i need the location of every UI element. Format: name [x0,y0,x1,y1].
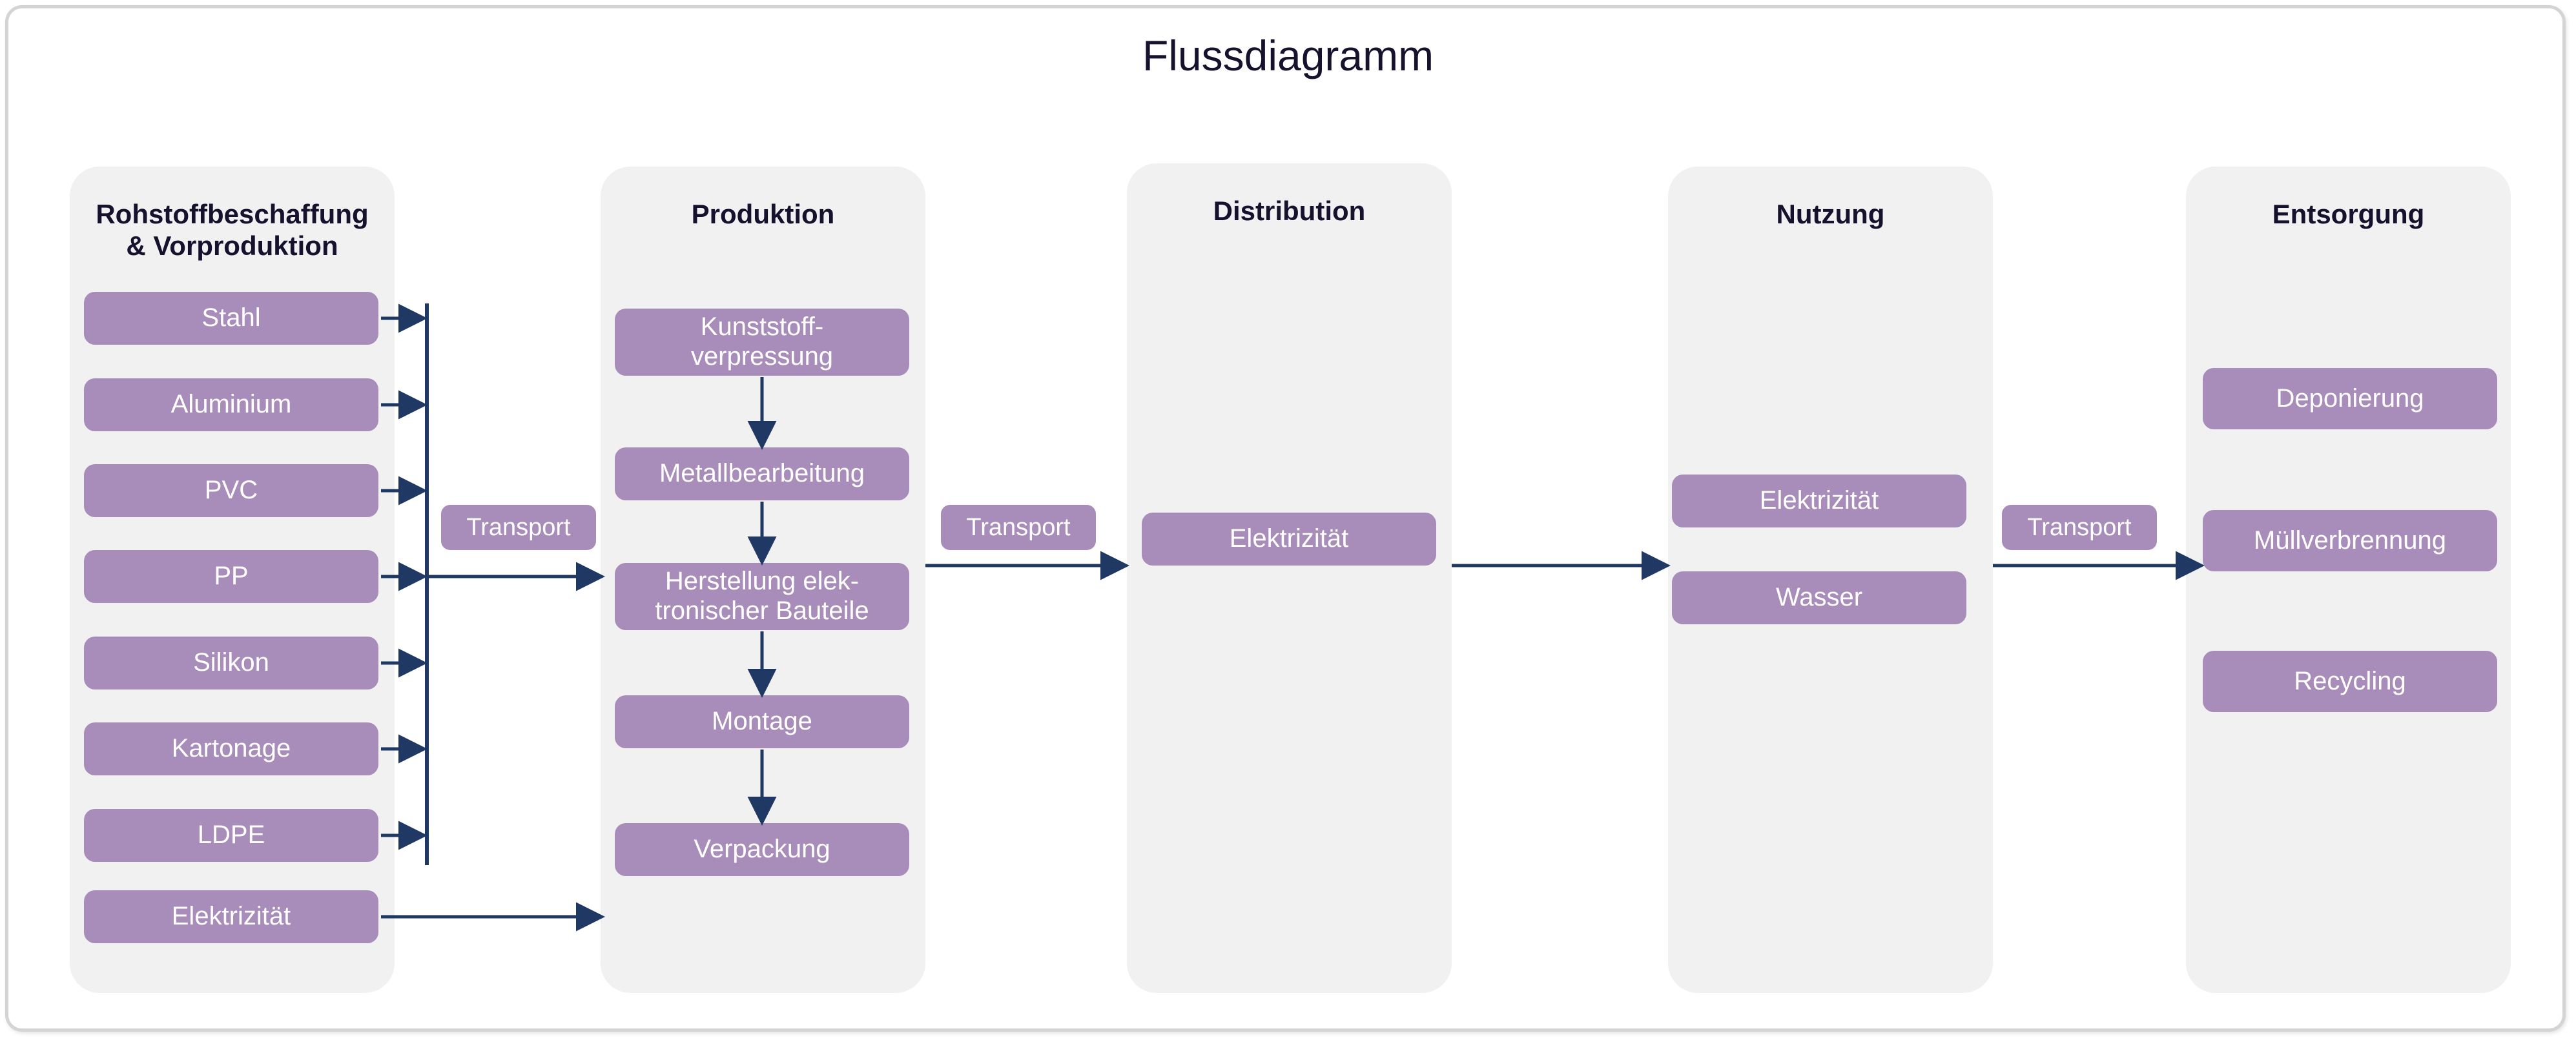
node-stahl[interactable]: Stahl [84,292,378,345]
node-muellverbrennung[interactable]: Müllverbrennung [2203,510,2497,571]
node-metallbearbeitung[interactable]: Metallbearbeitung [615,447,909,500]
node-silikon[interactable]: Silikon [84,637,378,690]
transport-label-2[interactable]: Transport [941,505,1096,550]
node-montage[interactable]: Montage [615,695,909,748]
stage-title-distribution: Distribution [1213,196,1366,226]
node-elektrizitaet-rohstoff[interactable]: Elektrizität [84,890,378,943]
node-recycling[interactable]: Recycling [2203,651,2497,712]
node-kartonage[interactable]: Kartonage [84,722,378,775]
stage-title-entsorgung: Entsorgung [2272,199,2425,229]
node-elektrizitaet-nutzung[interactable]: Elektrizität [1672,475,1966,527]
stage-title-produktion: Produktion [691,199,835,229]
node-elektrizitaet-distribution[interactable]: Elektrizität [1142,513,1436,566]
transport-label-1[interactable]: Transport [441,505,596,550]
node-verpackung[interactable]: Verpackung [615,823,909,876]
page-title: Flussdiagramm [1142,32,1434,79]
node-deponierung[interactable]: Deponierung [2203,368,2497,429]
transport-label-3[interactable]: Transport [2002,505,2157,550]
node-pp[interactable]: PP [84,550,378,603]
node-herstellung-elektronischer-bauteile[interactable]: Herstellung elek- tronischer Bauteile [615,563,909,630]
node-wasser[interactable]: Wasser [1672,571,1966,624]
stage-title-nutzung: Nutzung [1776,199,1885,229]
stage-title-rohstoffbeschaffung: Rohstoffbeschaffung & Vorproduktion [96,199,369,261]
stage-panel-entsorgung: Entsorgung [2186,167,2511,993]
stage-panel-distribution: Distribution [1127,163,1452,993]
node-ldpe[interactable]: LDPE [84,809,378,862]
node-kunststoffverpressung[interactable]: Kunststoff- verpressung [615,309,909,376]
node-aluminium[interactable]: Aluminium [84,378,378,431]
node-pvc[interactable]: PVC [84,464,378,517]
